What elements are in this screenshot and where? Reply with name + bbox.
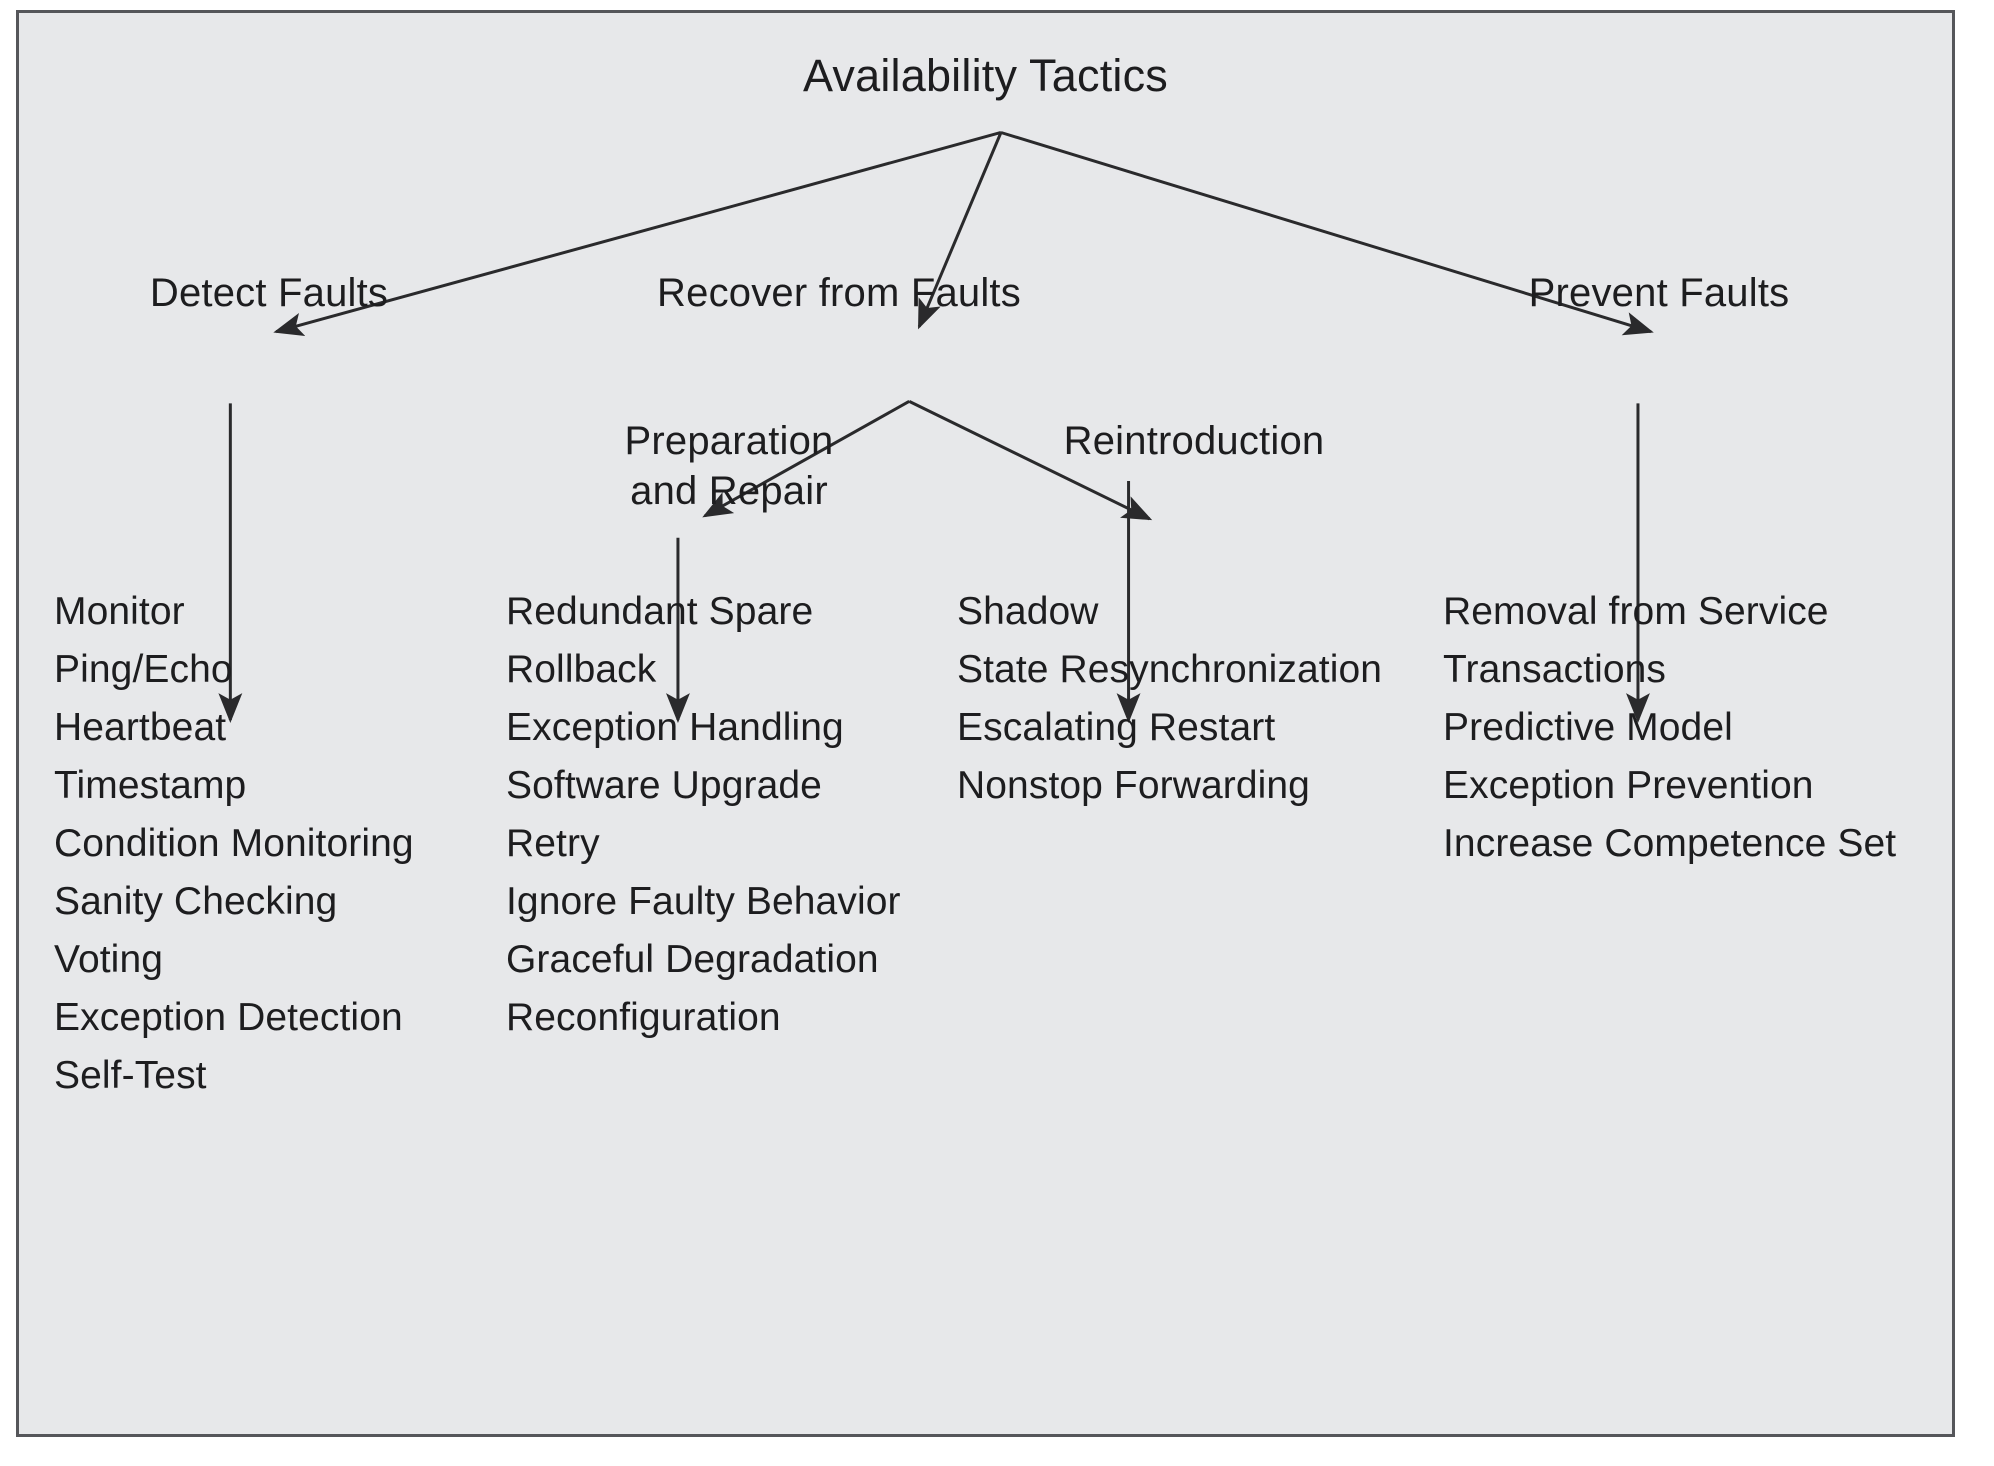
leaf-item: Monitor [54, 590, 185, 633]
leaf-item: Predictive Model [1443, 706, 1733, 749]
leaf-item: Reconfiguration [506, 996, 781, 1039]
leaf-item: Exception Handling [506, 706, 844, 749]
leaf-item: Shadow [957, 590, 1099, 633]
leaf-item: Transactions [1443, 648, 1667, 691]
leaf-item: Ping/Echo [54, 648, 233, 691]
availability-tactics-diagram: Availability Tactics Detect Faults Recov… [16, 10, 1955, 1437]
leaf-item: Rollback [506, 648, 657, 691]
leaf-item: Increase Competence Set [1443, 822, 1897, 865]
leaf-item: Exception Detection [54, 996, 403, 1039]
root-node-availability-tactics: Availability Tactics [803, 50, 1168, 101]
node-reintroduction: Reintroduction [1063, 419, 1325, 463]
leaf-item: Voting [54, 938, 164, 981]
leaf-item: Retry [506, 822, 600, 865]
node-preparation-line1: Preparation [624, 419, 834, 463]
leaf-item: Escalating Restart [957, 706, 1276, 749]
node-detect-faults: Detect Faults [149, 271, 389, 315]
leaf-item: Heartbeat [54, 706, 227, 749]
leaf-item: Condition Monitoring [54, 822, 414, 865]
node-prevent-faults: Prevent Faults [1528, 271, 1790, 315]
leaf-item: Nonstop Forwarding [957, 764, 1310, 807]
leaf-item: Software Upgrade [506, 764, 822, 807]
leaf-item: Graceful Degradation [506, 938, 879, 981]
leaf-item: Ignore Faulty Behavior [506, 880, 901, 923]
leaf-item: Self-Test [54, 1054, 207, 1097]
leaf-item: State Resynchronization [957, 648, 1383, 691]
node-recover-from-faults: Recover from Faults [657, 271, 1021, 315]
leaf-item: Sanity Checking [54, 880, 338, 923]
leaf-item: Exception Prevention [1443, 764, 1814, 807]
node-preparation-line2: and Repair [630, 469, 828, 513]
leaf-item: Redundant Spare [506, 590, 814, 633]
node-preparation-and-repair: Preparation and Repair [469, 416, 989, 516]
leaf-item: Removal from Service [1443, 590, 1829, 633]
leaf-item: Timestamp [54, 764, 247, 807]
